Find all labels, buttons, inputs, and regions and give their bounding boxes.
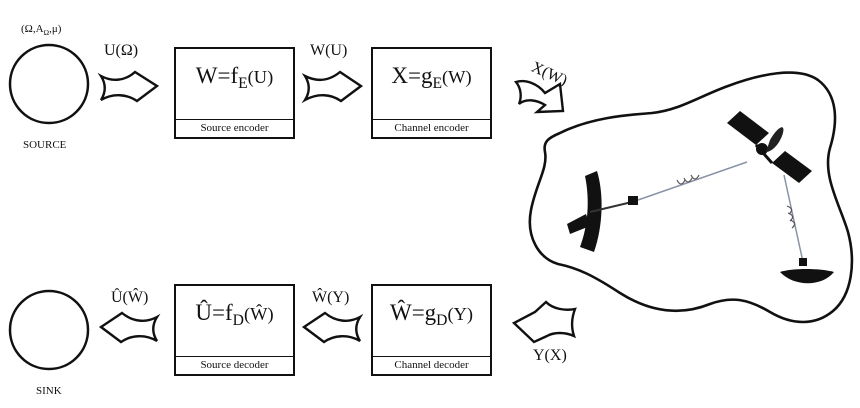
- receiver-dish-icon: [780, 258, 834, 284]
- channel-encoder-caption: Channel encoder: [373, 119, 490, 137]
- label-w-u: W(U): [310, 42, 348, 59]
- sink-label: SINK: [36, 385, 62, 397]
- channel-cloud: [528, 71, 854, 324]
- sink-circle: [8, 289, 90, 371]
- channel-decoder-caption: Channel decoder: [373, 356, 490, 374]
- satellite-icon: [727, 111, 812, 183]
- channel-encoder-block: X=gE(W) Channel encoder: [371, 47, 492, 139]
- source-params: (Ω,AΩ,μ): [21, 23, 62, 37]
- arrow-y-x: [511, 300, 577, 344]
- source-encoder-caption: Source encoder: [176, 119, 293, 137]
- downlink-beam: [783, 174, 804, 263]
- channel-decoder-formula: Ŵ=gD(Y): [389, 300, 473, 330]
- ground-dish-icon: [567, 171, 638, 252]
- label-what-y: Ŵ(Y): [312, 289, 350, 306]
- source-encoder-block: W=fE(U) Source encoder: [174, 47, 295, 139]
- source-decoder-block: Û=fD(Ŵ) Source decoder: [174, 284, 295, 376]
- arrow-what-y: [301, 311, 364, 344]
- source-label: SOURCE: [23, 139, 67, 151]
- arrow-x-w: [513, 79, 565, 114]
- arrow-w-u: [301, 70, 364, 104]
- channel-decoder-block: Ŵ=gD(Y) Channel decoder: [371, 284, 492, 376]
- source-decoder-formula: Û=fD(Ŵ): [195, 300, 274, 330]
- source-encoder-formula: W=fE(U): [195, 63, 274, 93]
- source-circle: [8, 43, 90, 125]
- arrow-u-omega: [97, 70, 160, 103]
- source-decoder-caption: Source decoder: [176, 356, 293, 374]
- label-uhat-what: Û(Ŵ): [111, 289, 149, 306]
- label-y-x: Y(X): [533, 347, 567, 364]
- arrow-uhat-what: [98, 311, 161, 344]
- uplink-beam: [637, 161, 748, 201]
- channel-encoder-formula: X=gE(W): [391, 63, 472, 93]
- label-u-omega: U(Ω): [104, 42, 139, 59]
